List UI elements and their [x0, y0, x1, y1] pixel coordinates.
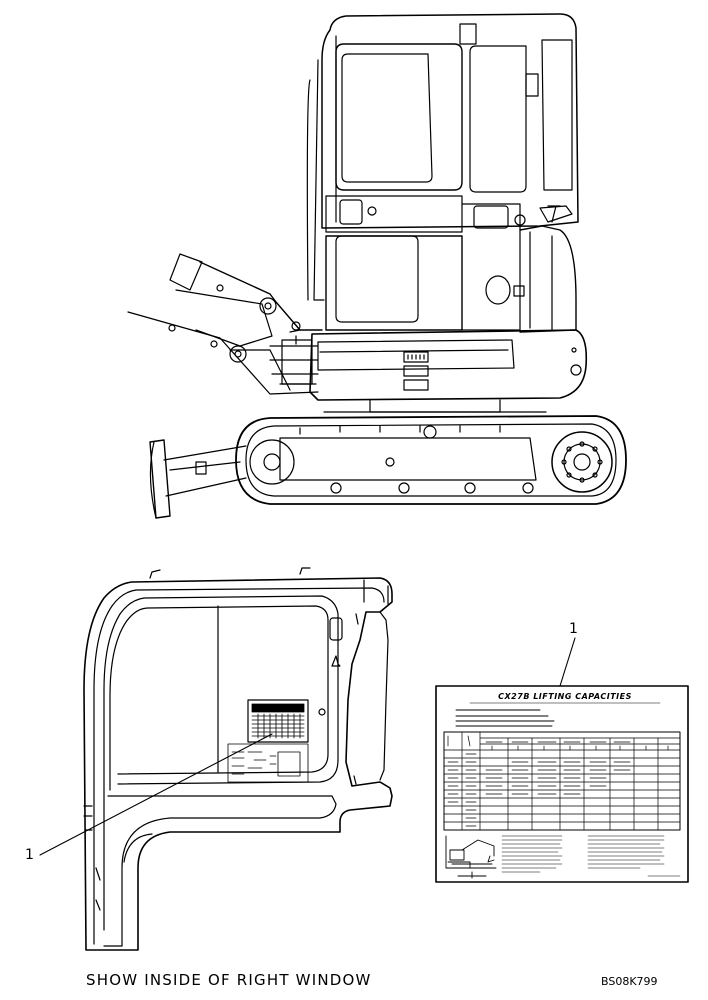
mini-decal	[227, 699, 309, 783]
cab-window-inside-view	[83, 567, 393, 951]
leader-lines	[39, 637, 576, 856]
callout-number-decal: 1	[569, 621, 578, 637]
excavator-pictogram	[445, 835, 497, 879]
excavator-side-view	[127, 13, 627, 519]
drawing-code: BS08K799	[601, 975, 658, 988]
drawing-caption: SHOW INSIDE OF RIGHT WINDOW	[86, 971, 372, 989]
lifting-capacity-decal	[435, 685, 689, 883]
decal-title: CX27B LIFTING CAPACITIES	[498, 692, 632, 701]
capacity-table	[443, 731, 681, 831]
callout-number-window: 1	[25, 847, 34, 863]
